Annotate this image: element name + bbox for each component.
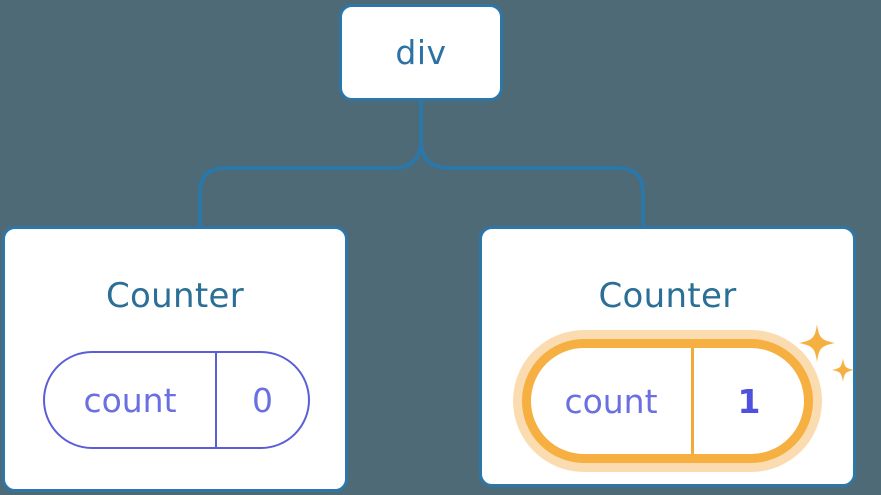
state-pill-highlighted[interactable]: count 1 <box>522 339 813 463</box>
state-key-label: count <box>83 380 177 420</box>
state-pill-wrapper: count 0 <box>43 351 310 449</box>
component-title: Counter <box>106 276 244 316</box>
node-div[interactable]: div <box>339 4 503 101</box>
state-value-label: 0 <box>252 380 273 420</box>
state-pill-wrapper: count 1 <box>522 339 813 463</box>
state-value-label: 1 <box>737 381 761 421</box>
node-div-label: div <box>395 33 447 72</box>
component-card-counter-right[interactable]: Counter count 1 <box>479 226 856 487</box>
state-value-cell: 1 <box>694 348 804 454</box>
component-card-counter-left[interactable]: Counter count 0 <box>2 226 348 492</box>
state-pill[interactable]: count 0 <box>43 351 310 449</box>
state-key-cell: count <box>531 348 694 454</box>
state-value-cell: 0 <box>217 353 308 447</box>
connector-right <box>419 99 645 230</box>
component-title: Counter <box>598 276 737 316</box>
state-key-label: count <box>564 381 658 421</box>
state-key-cell: count <box>45 353 217 447</box>
connector-left <box>198 99 423 230</box>
